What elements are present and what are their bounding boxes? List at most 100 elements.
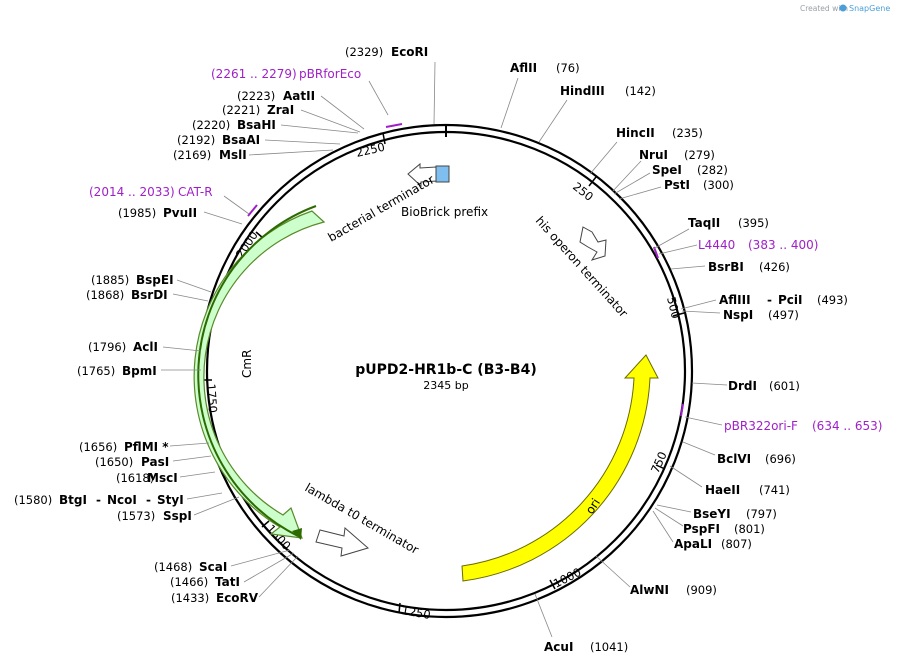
enzyme-name[interactable]: EcoRI (391, 45, 428, 59)
enzyme-name[interactable]: AclI (133, 340, 158, 354)
leader-line (300, 109, 361, 133)
enzyme-position: (1796) (88, 340, 126, 354)
leader-line (681, 310, 721, 314)
enzyme-name[interactable]: BsaAI (222, 133, 260, 147)
primer-site-cat-r (247, 204, 258, 217)
enzyme-name[interactable]: MscI (147, 471, 178, 485)
enzyme-position: (2221) (222, 103, 260, 117)
enzyme-name[interactable]: AflIII (719, 293, 751, 307)
enzyme-separator: - (767, 293, 772, 307)
enzyme-name[interactable]: AflII (510, 61, 537, 75)
enzyme-name[interactable]: PstI (664, 178, 690, 192)
leader-line (258, 555, 299, 598)
primer-range: (2014 .. 2033) (89, 185, 175, 199)
enzyme-name[interactable]: BclVI (717, 452, 751, 466)
enzyme-name[interactable]: ZraI (267, 103, 294, 117)
leader-line (680, 299, 717, 310)
enzyme-position: (235) (672, 126, 703, 140)
biobrick-prefix-label: BioBrick prefix (401, 205, 488, 219)
enzyme-name[interactable]: SpeI (652, 163, 682, 177)
enzyme-name[interactable]: BtgI (59, 493, 87, 507)
enzyme-name[interactable]: PciI (778, 293, 803, 307)
enzyme-name[interactable]: ApaLI (674, 537, 712, 551)
enzyme-name[interactable]: BpmI (122, 364, 157, 378)
enzyme-name[interactable]: NruI (639, 148, 668, 162)
enzyme-position: (1650) (95, 455, 133, 469)
leader-line (193, 496, 240, 516)
his-operon-terminator-label: his operon terminator (533, 214, 631, 320)
leader-line (230, 549, 291, 567)
enzyme-name[interactable]: BsrBI (708, 260, 744, 274)
credit-prefix: Created with (800, 4, 848, 13)
his-operon-terminator-feature[interactable] (579, 226, 607, 261)
leader-line-primer (684, 416, 723, 426)
primer-site-pbrforeco (385, 123, 403, 128)
enzyme-position: (1985) (118, 206, 156, 220)
enzyme-name[interactable]: AlwNI (630, 583, 669, 597)
enzyme-position: (909) (686, 583, 717, 597)
primer-name[interactable]: L4440 (698, 238, 735, 252)
primer-range: (2261 .. 2279) (211, 67, 297, 81)
enzyme-name[interactable]: BspEI (136, 273, 174, 287)
enzyme-name[interactable]: PasI (141, 455, 169, 469)
enzyme-position: (1466) (170, 575, 208, 589)
enzyme-position: (1573) (117, 509, 155, 523)
leader-line (176, 279, 212, 293)
enzyme-name[interactable]: EcoRV (216, 591, 259, 605)
enzyme-name[interactable]: MslI (219, 148, 247, 162)
biobrick-prefix-feature[interactable] (435, 165, 450, 183)
enzyme-name[interactable]: BseYI (693, 507, 731, 521)
tick-label: 1250 (400, 603, 431, 622)
cmr-label: CmR (240, 350, 254, 378)
enzyme-name[interactable]: NcoI (107, 493, 137, 507)
enzyme-name[interactable]: TatI (215, 575, 240, 589)
enzyme-name[interactable]: AcuI (544, 640, 573, 654)
enzyme-name[interactable]: HaeII (705, 483, 740, 497)
enzyme-position: (2220) (192, 118, 230, 132)
enzyme-position: (282) (697, 163, 728, 177)
ori-feature[interactable] (461, 354, 659, 582)
cmr-feature[interactable] (193, 210, 326, 539)
leader-line-primer (368, 80, 389, 116)
enzyme-name[interactable]: BsrDI (131, 288, 168, 302)
enzyme-name[interactable]: ScaI (199, 560, 227, 574)
leader-line (654, 507, 684, 527)
enzyme-name[interactable]: BsaHI (237, 118, 276, 132)
tick-mark (672, 312, 685, 317)
enzyme-position: (1618) (116, 471, 154, 485)
leader-line (179, 471, 216, 478)
enzyme-name[interactable]: SspI (163, 509, 192, 523)
leader-line (172, 293, 209, 302)
primer-name[interactable]: CAT-R (178, 185, 213, 199)
enzyme-name[interactable]: StyI (157, 493, 184, 507)
leader-line (243, 552, 295, 583)
tick-mark (549, 579, 556, 590)
leader-line (264, 139, 341, 145)
enzyme-position: (493) (817, 293, 848, 307)
enzyme-name[interactable]: TaqII (688, 216, 720, 230)
enzyme-name[interactable]: PvuII (163, 206, 197, 220)
enzyme-position: (2329) (345, 45, 383, 59)
primer-name[interactable]: pBRforEco (299, 67, 361, 81)
enzyme-name[interactable]: HincII (616, 126, 655, 140)
plasmid-size: 2345 bp (423, 379, 468, 392)
enzyme-name[interactable]: HindIII (560, 84, 605, 98)
enzyme-position: (1885) (91, 273, 129, 287)
tick-mark (588, 176, 597, 187)
leader-line (589, 141, 618, 175)
enzyme-name[interactable]: PflMI * (124, 440, 169, 454)
enzyme-name[interactable]: DrdI (728, 379, 757, 393)
leader-line (613, 172, 651, 195)
enzyme-position: (142) (625, 84, 656, 98)
enzyme-position: (1868) (86, 288, 124, 302)
lambda-t0-terminator-feature[interactable] (315, 527, 370, 557)
leader-line (280, 124, 359, 134)
leader-line-primer (658, 244, 698, 255)
enzyme-name[interactable]: AatII (283, 89, 315, 103)
enzyme-name[interactable]: PspFI (683, 522, 720, 536)
primer-name[interactable]: pBR322ori-F (724, 419, 798, 433)
enzyme-separator: - (146, 493, 151, 507)
enzyme-name[interactable]: NspI (723, 308, 753, 322)
enzyme-position: (696) (765, 452, 796, 466)
enzyme-position: (426) (759, 260, 790, 274)
